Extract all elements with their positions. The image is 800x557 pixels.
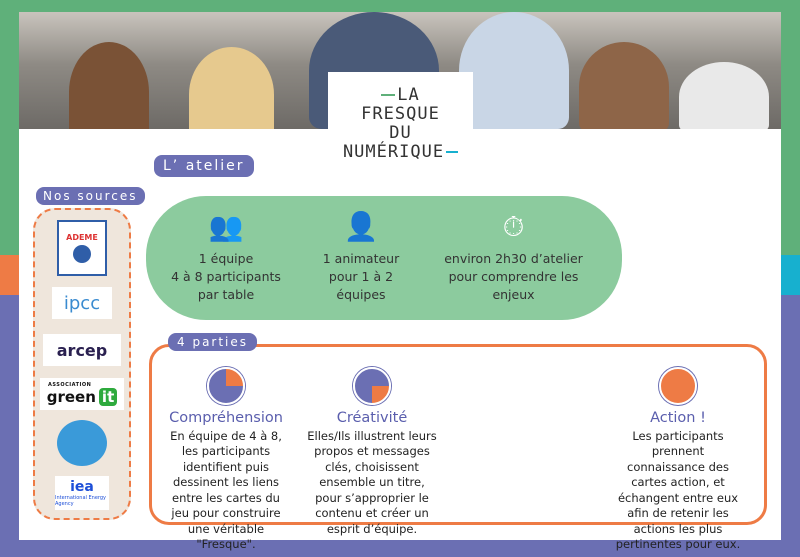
background-orange-stripe	[0, 255, 20, 295]
partie-text: Les participants prennent connaissance d…	[615, 428, 741, 552]
partie-text: Elles/Ils illustrent leurs propos et mes…	[307, 428, 437, 536]
atelier-item: ⏱ environ 2h30 d’atelier pour comprendre…	[431, 204, 596, 304]
arcep-logo: arcep	[43, 334, 121, 366]
parties-title: 4 parties	[168, 333, 258, 351]
atelier-line: 1 équipe	[198, 251, 254, 266]
atelier-panel: 👥 1 équipe 4 à 8 participants par table …	[146, 196, 622, 320]
atelier-line: environ 2h30 d’atelier	[444, 251, 583, 266]
ademe-logo: ADEME	[57, 220, 107, 276]
logo-line: NUMÉRIQUE	[328, 143, 473, 162]
partie-title: Créativité	[336, 410, 408, 426]
logo-line: FRESQUE	[361, 104, 440, 124]
atelier-item: 👤 1 animateur pour 1 à 2 équipes	[306, 204, 416, 304]
partie-comprehension: Compréhension En équipe de 4 à 8, les pa…	[164, 367, 288, 553]
team-icon: 👥	[208, 210, 244, 243]
sources-title: Nos sources	[36, 187, 145, 205]
atelier-line: par table	[197, 287, 255, 302]
atelier-title: L’ atelier	[154, 155, 254, 177]
partie-action: Action ! Les participants prennent conna…	[614, 367, 742, 553]
partie-title: Compréhension	[169, 410, 283, 426]
stopwatch-icon: ⏱	[502, 210, 525, 243]
atelier-item: 👥 1 équipe 4 à 8 participants par table	[166, 204, 286, 304]
atelier-line: 1 animateur	[322, 251, 400, 266]
clock-icon	[353, 367, 391, 405]
atelier-line: 4 à 8 participants	[171, 269, 281, 284]
logo-fresque-du-numerique: LA FRESQUE DU NUMÉRIQUE	[328, 72, 473, 166]
atelier-line: enjeux	[492, 287, 535, 302]
header-photo	[19, 12, 781, 129]
atelier-line: pour comprendre les	[448, 269, 579, 284]
background-cyan-stripe	[780, 255, 800, 295]
facilitator-icon: 👤	[343, 210, 379, 243]
united-nations-logo	[57, 420, 107, 466]
partie-text: En équipe de 4 à 8, les participants ide…	[170, 428, 282, 552]
atelier-line: équipes	[336, 287, 386, 302]
clock-icon	[207, 367, 245, 405]
association-label: ASSOCIATION	[48, 382, 92, 388]
parties-panel: Compréhension En équipe de 4 à 8, les pa…	[149, 344, 767, 551]
clock-icon	[659, 367, 697, 405]
partie-creativite: Créativité Elles/Ils illustrent leurs pr…	[307, 367, 437, 537]
partie-title: Action !	[650, 410, 706, 426]
ipcc-logo: ipcc	[52, 287, 112, 319]
atelier-line: pour 1 à 2	[328, 269, 394, 284]
logo-line: LA	[328, 86, 473, 105]
logo-line: DU	[389, 123, 412, 143]
